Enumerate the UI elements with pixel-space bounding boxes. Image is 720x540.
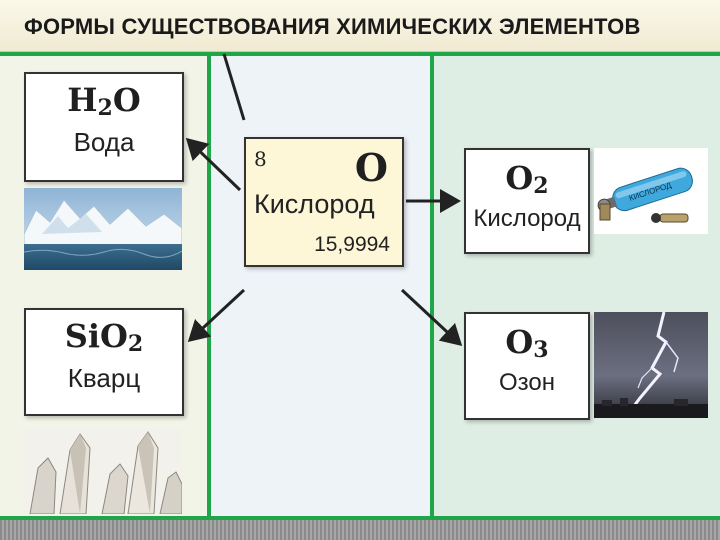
oxygen-name: Кислород [473,205,581,232]
divider-top [0,52,720,56]
arrow-to-ozone [400,288,463,347]
quartz-formula: SiO2 [64,317,144,357]
element-name: Кислород [254,189,375,219]
arrow-to-water [185,137,242,192]
oxygen-formula: O2 [505,159,549,199]
bottom-band [0,520,720,540]
oxygen-card: O2 Кислород [464,148,590,254]
water-name: Вода [73,127,135,157]
ozone-card: O3 Озон [464,312,590,420]
quartz-card: SiO2 Кварц [24,308,184,416]
divider-left [207,54,211,520]
middle-panel [210,54,432,520]
quartz-image [24,428,182,514]
ozone-name: Озон [498,369,555,396]
atomic-number: 8 [254,147,267,171]
element-card-oxygen: 8 O Кислород 15,9994 [244,137,404,267]
water-card: H2O Вода [24,72,184,182]
right-panel [432,54,720,520]
atomic-mass: 15,9994 [314,233,390,256]
iceberg-image [24,188,182,270]
lightning-image [594,312,708,418]
oxygen-cylinder-image: КИСЛОРОД [594,148,708,234]
slide-title: ФОРМЫ СУЩЕСТВОВАНИЯ ХИМИЧЕСКИХ ЭЛЕМЕНТОВ [24,14,641,39]
water-formula: H2O [67,81,141,121]
divider-right [430,54,434,520]
element-symbol: O [354,145,388,190]
ozone-formula: O3 [505,323,549,363]
quartz-name: Кварц [67,363,141,393]
arrow-to-quartz [187,288,246,343]
divider-bottom [0,516,720,520]
top-connector-line [222,53,246,121]
